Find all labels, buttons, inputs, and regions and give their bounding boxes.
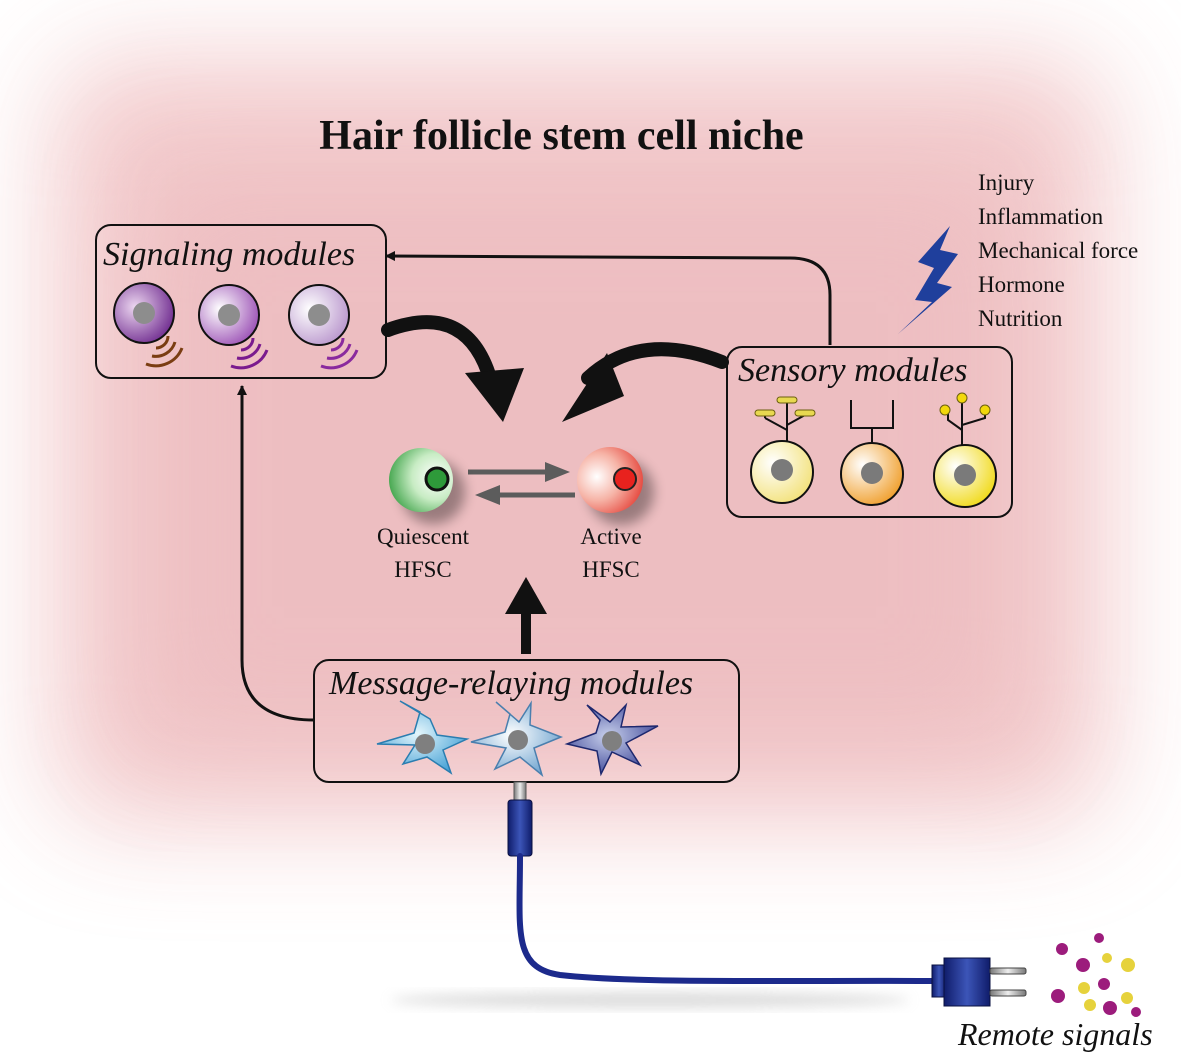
relay-cell-dark-blue	[564, 702, 659, 777]
stressor-mechanical-force: Mechanical force	[978, 238, 1139, 263]
signaling-cell-mid-purple	[198, 284, 269, 370]
relay-to-signaling-arrow	[237, 385, 315, 722]
lightning-bolt-icon	[898, 226, 958, 334]
stressor-nutrition: Nutrition	[978, 306, 1063, 331]
stressor-inflammation: Inflammation	[978, 204, 1104, 229]
stressor-hormone: Hormone	[978, 272, 1065, 297]
signaling-modules-label: Signaling modules	[103, 236, 356, 273]
sensory-modules-label: Sensory modules	[738, 352, 968, 389]
return-to-quiescence-arrow	[475, 485, 575, 505]
sensory-modules-box	[726, 346, 1013, 518]
signaling-modules-box	[95, 224, 387, 379]
remote-signal-dots	[1051, 933, 1141, 1017]
message-relaying-modules-label: Message-relaying modules	[329, 665, 694, 702]
quiescent-hfsc-label: Quiescent HFSC	[377, 524, 469, 582]
diagram-title: Hair follicle stem cell niche	[319, 113, 804, 159]
stressor-list: Injury Inflammation Mechanical force Hor…	[978, 166, 1138, 336]
relay-connector-plug	[507, 781, 533, 857]
quiescent-hfsc-cell	[389, 448, 465, 524]
activation-arrow	[468, 462, 570, 482]
sensory-to-signaling-arrow	[385, 251, 832, 345]
wall-plug-icon	[931, 957, 1027, 1007]
relay-cell-light-blue	[376, 700, 470, 775]
active-hfsc-cell	[577, 447, 654, 525]
sensory-cell-bright-yellow	[933, 392, 997, 508]
sensory-cell-orange	[840, 400, 904, 506]
stressor-injury: Injury	[978, 170, 1035, 195]
remote-signals-label: Remote signals	[958, 1016, 1153, 1052]
signaling-cell-dark-purple	[113, 282, 184, 368]
sensory-to-hfsc-arrow	[562, 342, 729, 422]
signaling-cell-light-purple	[288, 284, 359, 370]
signaling-to-hfsc-arrow	[381, 315, 524, 422]
active-hfsc-label: Active HFSC	[580, 524, 642, 582]
signal-cable	[516, 853, 936, 985]
relay-cell-pale-blue	[470, 700, 564, 778]
sensory-cell-pale-yellow	[750, 396, 816, 504]
relay-to-hfsc-arrow	[505, 577, 547, 654]
